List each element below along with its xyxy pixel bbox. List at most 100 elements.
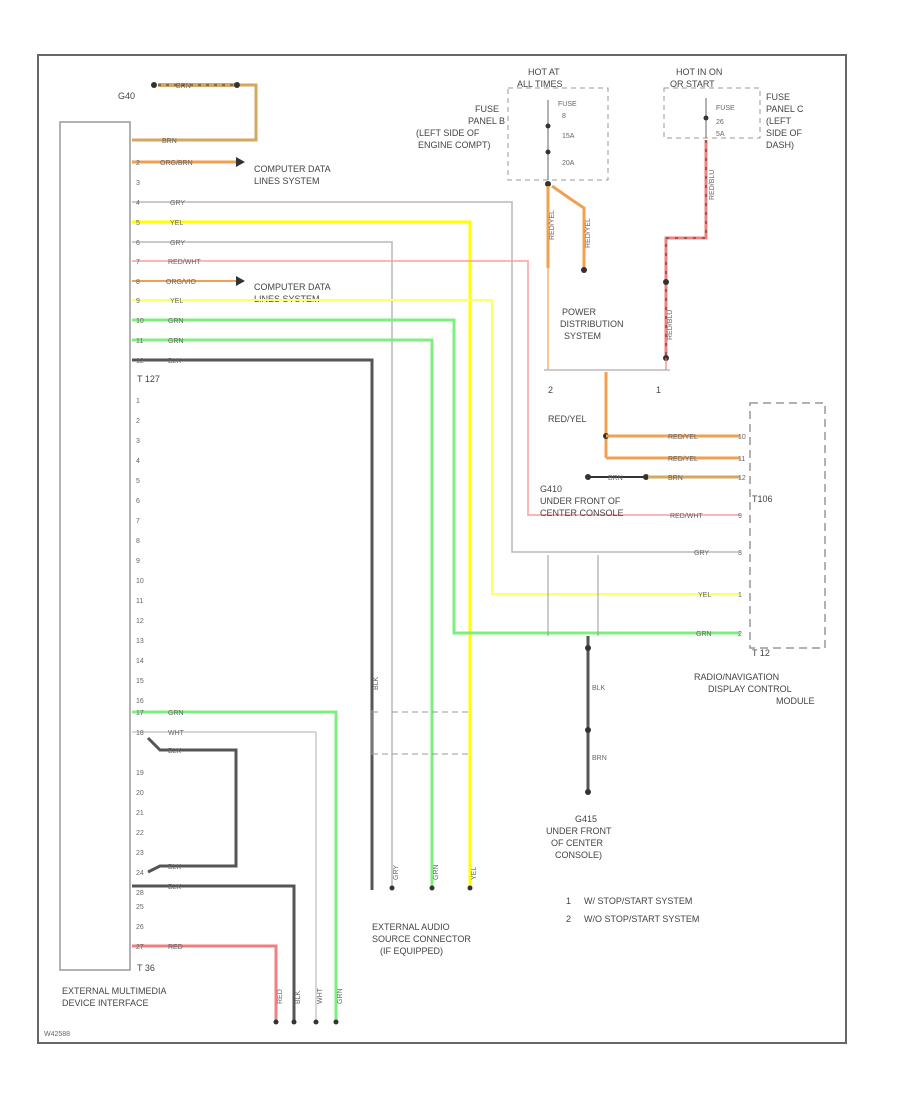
svg-text:G415: G415 (575, 814, 597, 824)
svg-text:12: 12 (136, 358, 144, 365)
svg-text:PANEL C: PANEL C (766, 104, 804, 114)
svg-text:G40: G40 (118, 91, 135, 101)
option-bracket: 2 1 (544, 268, 670, 395)
svg-text:GRN: GRN (433, 864, 440, 880)
svg-text:BLK: BLK (168, 748, 182, 755)
wire-blk-g415: BLK BRN (585, 636, 607, 795)
svg-text:FUSE: FUSE (558, 101, 577, 108)
svg-text:9: 9 (136, 558, 140, 565)
svg-text:RED/YEL: RED/YEL (585, 218, 592, 248)
svg-text:8: 8 (136, 538, 140, 545)
svg-text:1: 1 (656, 385, 661, 395)
svg-text:SIDE OF: SIDE OF (766, 128, 803, 138)
svg-text:YEL: YEL (471, 867, 478, 880)
wire-red-yel-radio: RED/YEL RED/YEL RED/YEL (548, 372, 740, 463)
svg-text:ORG/BRN: ORG/BRN (160, 160, 193, 167)
fuse-panel-c: HOT IN ON OR START FUSE PANEL C (LEFT SI… (663, 67, 804, 150)
svg-text:BLK: BLK (592, 685, 606, 692)
diagram-id: W42588 (44, 1031, 70, 1038)
svg-text:10: 10 (136, 578, 144, 585)
svg-text:GRN: GRN (696, 631, 712, 638)
pins-top: 2 3 4 5 6 7 8 9 10 11 12 (136, 160, 144, 365)
svg-text:8: 8 (562, 113, 566, 120)
g410-label: G410 UNDER FRONT OF CENTER CONSOLE (540, 484, 624, 518)
fuse-b-outputs: RED/YEL RED/YEL (545, 181, 592, 273)
svg-text:CENTER CONSOLE: CENTER CONSOLE (540, 508, 624, 518)
svg-text:DISTRIBUTION: DISTRIBUTION (560, 319, 624, 329)
fuse-panel-b: HOT AT ALL TIMES FUSE PANEL B (LEFT SIDE… (416, 67, 609, 181)
svg-text:2: 2 (738, 631, 742, 638)
wire-grn-lower: GRN GRN (132, 710, 344, 1020)
svg-text:15A: 15A (562, 133, 575, 140)
svg-text:FUSE: FUSE (716, 105, 735, 112)
svg-text:GRY: GRY (393, 865, 400, 880)
svg-text:GRY: GRY (170, 240, 185, 247)
svg-text:OR START: OR START (670, 79, 715, 89)
svg-text:WHT: WHT (317, 987, 324, 1004)
ground-g40: G40 BRN BRN (118, 82, 258, 145)
svg-text:7: 7 (136, 259, 140, 266)
svg-text:4: 4 (136, 200, 140, 207)
svg-text:ALL TIMES: ALL TIMES (517, 79, 563, 89)
svg-text:PANEL B: PANEL B (468, 116, 505, 126)
svg-text:DEVICE INTERFACE: DEVICE INTERFACE (62, 998, 149, 1008)
svg-text:BRN: BRN (592, 755, 607, 762)
svg-text:3: 3 (738, 550, 742, 557)
svg-text:19: 19 (136, 770, 144, 777)
svg-text:4: 4 (136, 458, 140, 465)
wire-gry-1: GRY GRY (132, 200, 740, 557)
svg-text:26: 26 (716, 119, 724, 126)
svg-text:3: 3 (136, 180, 140, 187)
svg-text:RED/WHT: RED/WHT (670, 513, 703, 520)
multimedia-interface-label: EXTERNAL MULTIMEDIA DEVICE INTERFACE (62, 986, 167, 1008)
svg-text:10: 10 (136, 318, 144, 325)
svg-text:BRN: BRN (176, 83, 191, 90)
svg-text:1: 1 (136, 398, 140, 405)
wire-wht-lower: WHT WHT (132, 730, 324, 1020)
svg-text:2: 2 (566, 914, 571, 924)
svg-text:26: 26 (136, 924, 144, 931)
svg-text:8: 8 (136, 279, 140, 286)
svg-text:9: 9 (136, 298, 140, 305)
svg-text:UNDER FRONT: UNDER FRONT (546, 826, 612, 836)
lower-wire-ends (273, 1019, 339, 1025)
svg-text:DISPLAY CONTROL: DISPLAY CONTROL (708, 684, 792, 694)
svg-text:RED/YEL: RED/YEL (549, 210, 556, 240)
diagram-frame (37, 54, 847, 1044)
wire-org-vio: ORG/VIO (132, 276, 245, 286)
svg-text:ENGINE COMPT): ENGINE COMPT) (418, 140, 491, 150)
svg-text:BLK: BLK (168, 864, 182, 871)
wire-red-lower: RED RED (132, 944, 284, 1020)
svg-text:FUSE: FUSE (475, 104, 499, 114)
wire-brn-g410: BRN BRN (585, 474, 740, 482)
svg-text:BLK: BLK (295, 990, 302, 1004)
pins-bot: 17 18 19 20 21 22 23 24 25 26 27 28 (136, 710, 144, 951)
radio-pins: 10 11 12 9 3 1 2 (738, 434, 746, 638)
svg-text:RED/BLU: RED/BLU (709, 170, 716, 200)
svg-text:BRN: BRN (162, 138, 177, 145)
wire-blk-lower: BLK BLK (132, 884, 302, 1020)
radio-nav-module: T106 T 12 RADIO/NAVIGATION DISPLAY CONTR… (694, 402, 826, 706)
wire-gry-2: GRY (132, 240, 393, 890)
fuse-c-output: RED/BLU RED/BLU (663, 140, 716, 361)
svg-text:21: 21 (136, 810, 144, 817)
computer-data-lines-label-1: COMPUTER DATA (254, 164, 331, 174)
svg-text:2: 2 (136, 418, 140, 425)
svg-text:1: 1 (738, 592, 742, 599)
svg-text:RED/YEL: RED/YEL (668, 434, 698, 441)
svg-text:RED: RED (277, 989, 284, 1004)
svg-text:SYSTEM: SYSTEM (564, 331, 601, 341)
svg-text:GRY: GRY (694, 550, 709, 557)
splice-marks (371, 555, 599, 755)
wire-org-brn: ORG/BRN (132, 157, 245, 167)
svg-text:22: 22 (136, 830, 144, 837)
svg-text:5: 5 (136, 478, 140, 485)
svg-text:12: 12 (136, 618, 144, 625)
computer-data-lines-label-1b: LINES SYSTEM (254, 176, 320, 186)
wire-blk-loop: BLK BLK (146, 736, 238, 874)
svg-text:5A: 5A (716, 131, 725, 138)
svg-text:EXTERNAL AUDIO: EXTERNAL AUDIO (372, 922, 450, 932)
svg-text:(LEFT: (LEFT (766, 116, 792, 126)
svg-text:YEL: YEL (170, 220, 183, 227)
